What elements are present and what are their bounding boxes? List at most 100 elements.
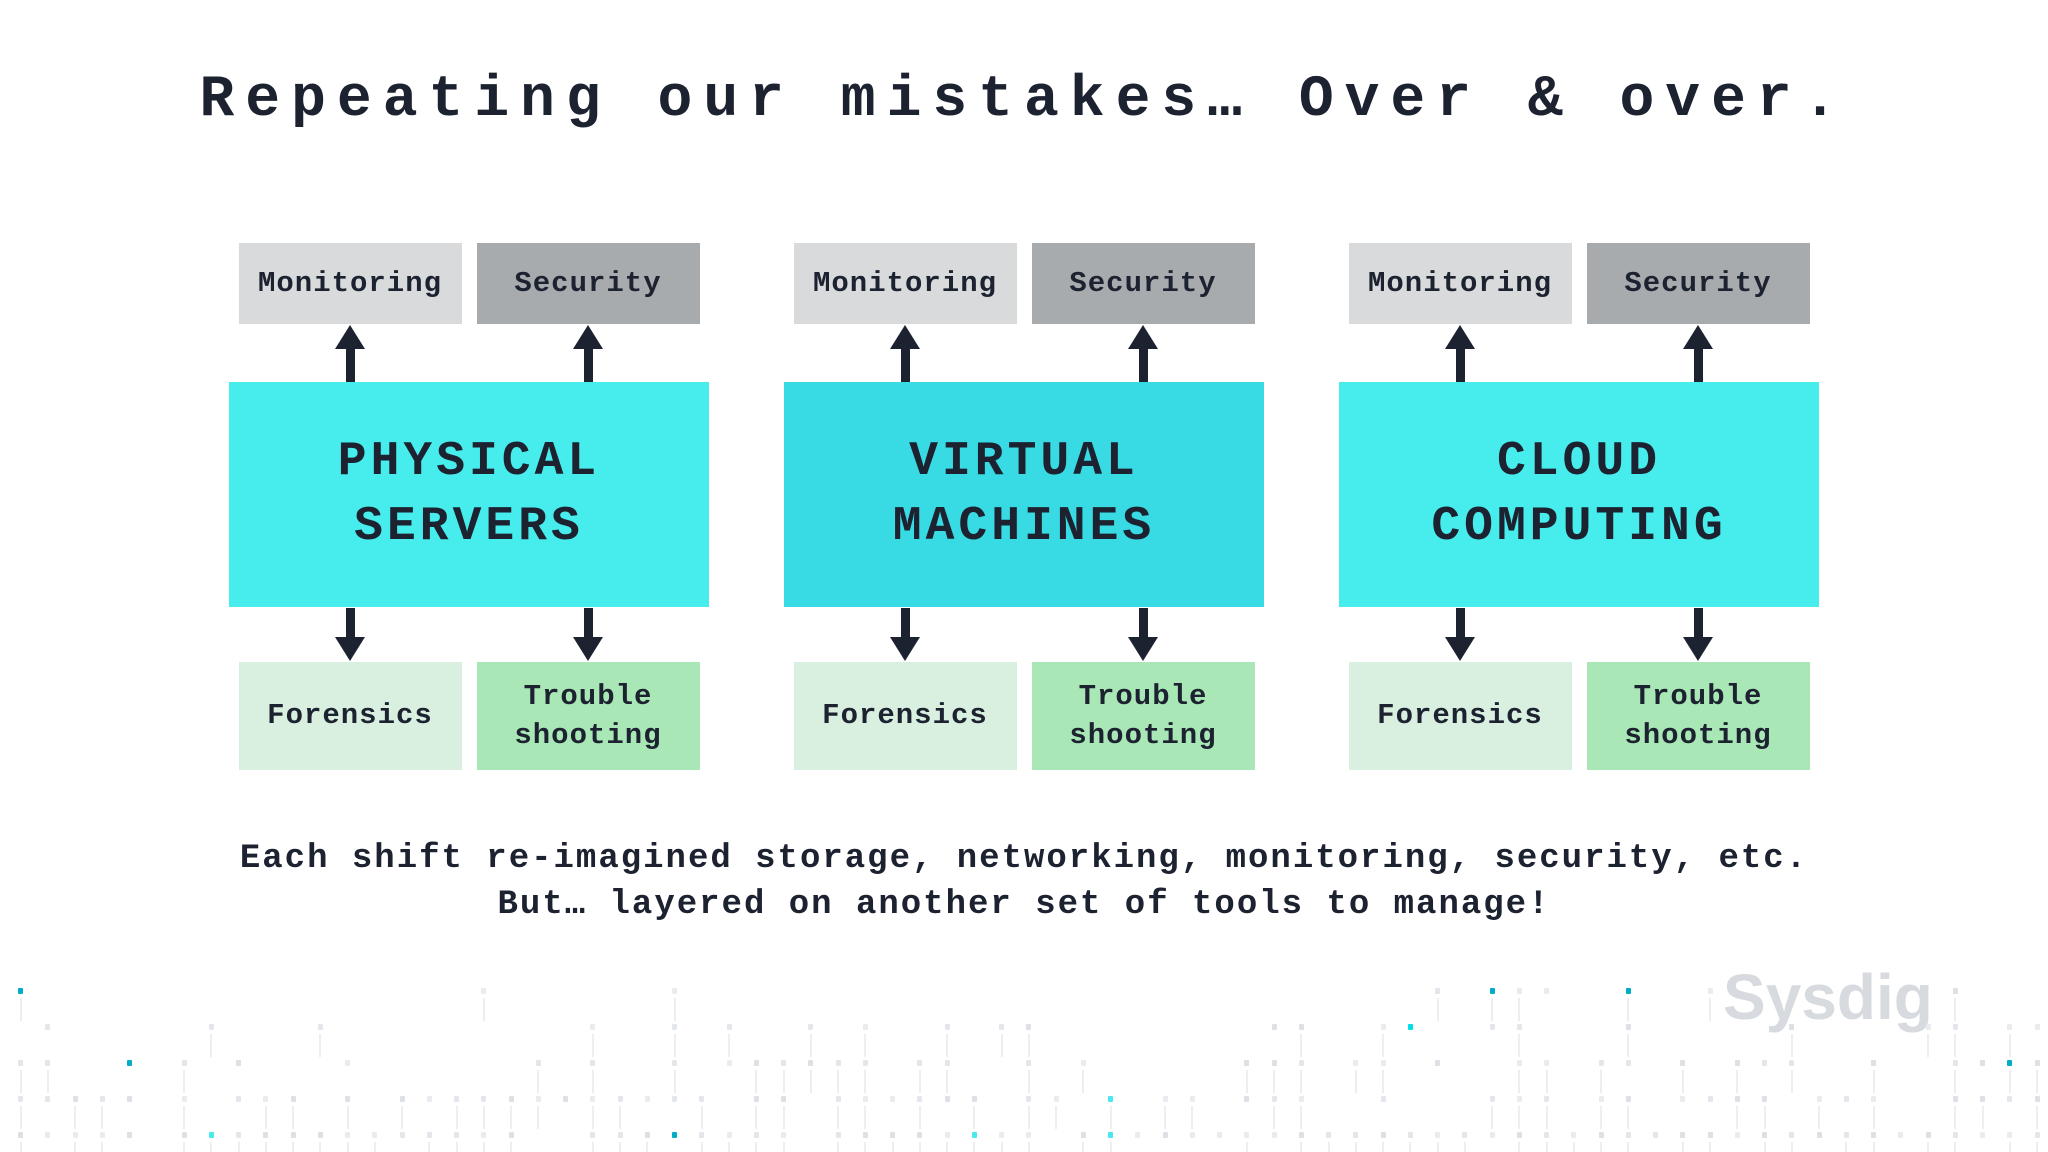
pattern-stem — [646, 1142, 649, 1152]
arrow-up-icon — [1445, 324, 1475, 382]
pattern-stem — [864, 1142, 867, 1152]
pattern-stem — [755, 1070, 758, 1093]
pattern-dot — [263, 1132, 269, 1138]
pattern-dot — [1026, 1132, 1032, 1138]
pattern-dot — [1952, 1096, 1958, 1102]
pattern-dot — [1544, 988, 1549, 994]
pattern-dot — [1516, 1060, 1522, 1066]
pattern-dot — [345, 1096, 350, 1102]
pattern-dot — [971, 1096, 977, 1102]
up-arrows-row — [239, 324, 700, 382]
pattern-stem — [319, 1142, 322, 1152]
pattern-stem — [482, 1142, 485, 1152]
pattern-dot — [399, 1096, 405, 1102]
pattern-stem — [183, 1142, 185, 1152]
pattern-stem — [1954, 998, 1957, 1021]
pattern-dot — [1952, 1024, 1958, 1030]
pattern-stem — [455, 1106, 458, 1129]
pattern-stem — [183, 1106, 185, 1129]
pattern-dot — [590, 1024, 596, 1030]
cloud-computing-box: CLOUD COMPUTING — [1339, 382, 1819, 607]
pattern-dot — [208, 1132, 214, 1138]
pattern-dot — [45, 1060, 51, 1066]
pattern-dot — [508, 1096, 514, 1102]
pattern-dot — [99, 1132, 105, 1138]
pattern-dot — [917, 1060, 923, 1066]
pattern-stem — [837, 1106, 839, 1129]
pattern-dot — [1598, 1096, 1604, 1102]
pattern-dot — [1271, 1132, 1277, 1138]
pattern-dot — [1952, 1060, 1958, 1066]
pattern-dot — [2007, 1132, 2013, 1138]
pattern-stem — [700, 1106, 703, 1129]
pattern-dot — [99, 1096, 105, 1102]
bottom-boxes-row: Forensics Trouble shooting — [793, 662, 1255, 770]
pattern-stem — [700, 1142, 703, 1152]
arrow-down-icon — [1683, 608, 1713, 661]
pattern-dot — [345, 1060, 350, 1066]
pattern-dot — [1326, 1132, 1331, 1138]
pattern-dot — [1952, 988, 1958, 994]
pattern-dot — [1680, 1132, 1686, 1138]
troubleshooting-label: Trouble shooting — [514, 679, 662, 752]
pattern-stem — [1709, 1142, 1711, 1152]
pattern-dot — [1489, 1024, 1495, 1030]
pattern-dot — [481, 1096, 487, 1102]
pattern-dot — [590, 1096, 596, 1102]
pattern-dot — [1762, 1132, 1767, 1138]
pattern-stem — [1790, 1142, 1793, 1152]
pattern-stem — [1954, 1070, 1957, 1093]
pattern-stem — [864, 1070, 867, 1093]
main-box-label-line2: MACHINES — [892, 499, 1156, 554]
pattern-dot — [917, 1096, 923, 1102]
pattern-stem — [2036, 1106, 2038, 1129]
forensics-box: Forensics — [1348, 662, 1572, 770]
pattern-dot — [1298, 1096, 1304, 1102]
bottom-boxes-row: Forensics Trouble shooting — [238, 662, 700, 770]
pattern-stem — [782, 1106, 785, 1129]
pattern-stem — [619, 1106, 621, 1129]
arrow-down-icon — [890, 608, 920, 661]
pattern-stem — [510, 1106, 512, 1129]
pattern-stem — [837, 1142, 839, 1152]
arrow-down-icon — [1445, 608, 1475, 661]
forensics-box: Forensics — [793, 662, 1017, 770]
pattern-dot — [1571, 1132, 1577, 1138]
pattern-stem — [1436, 1142, 1439, 1152]
pattern-dot — [1980, 1096, 1985, 1102]
slide-title: Repeating our mistakes… Over & over. — [199, 68, 1849, 133]
column-physical-servers: Monitoring Security PHYSICAL SERVERS — [229, 243, 709, 770]
pattern-dot — [862, 1096, 868, 1102]
pattern-stem — [673, 998, 676, 1021]
pattern-dot — [2007, 1060, 2013, 1066]
pattern-dot — [781, 1060, 786, 1066]
pattern-dot — [1189, 1096, 1195, 1102]
pattern-stem — [1082, 1070, 1085, 1093]
pattern-dot — [1789, 1060, 1795, 1066]
pattern-dot — [2007, 1024, 2013, 1030]
pattern-dot — [1789, 1024, 1795, 1030]
pattern-stem — [482, 998, 485, 1021]
pattern-dot — [862, 1132, 868, 1138]
pattern-dot — [372, 1132, 378, 1138]
pattern-dot — [1489, 988, 1495, 994]
pattern-stem — [183, 1070, 185, 1093]
troubleshooting-box: Trouble shooting — [1031, 662, 1255, 770]
pattern-dot — [127, 1060, 132, 1066]
pattern-dot — [1980, 1060, 1985, 1066]
pattern-stem — [1872, 1142, 1875, 1152]
pattern-stem — [1790, 1034, 1793, 1057]
pattern-stem — [1736, 1070, 1739, 1093]
pattern-dot — [1435, 1132, 1440, 1138]
pattern-stem — [2036, 1070, 2038, 1093]
pattern-stem — [755, 1142, 758, 1152]
forensics-label: Forensics — [267, 699, 433, 733]
pattern-dot — [1489, 1096, 1495, 1102]
pattern-dot — [508, 1132, 514, 1138]
pattern-stem — [1382, 1034, 1384, 1057]
pattern-stem — [1954, 1106, 1957, 1129]
pattern-dot — [2034, 1132, 2040, 1138]
pattern-dot — [672, 1132, 677, 1138]
pattern-dot — [1734, 1132, 1740, 1138]
pattern-dot — [1871, 1060, 1876, 1066]
